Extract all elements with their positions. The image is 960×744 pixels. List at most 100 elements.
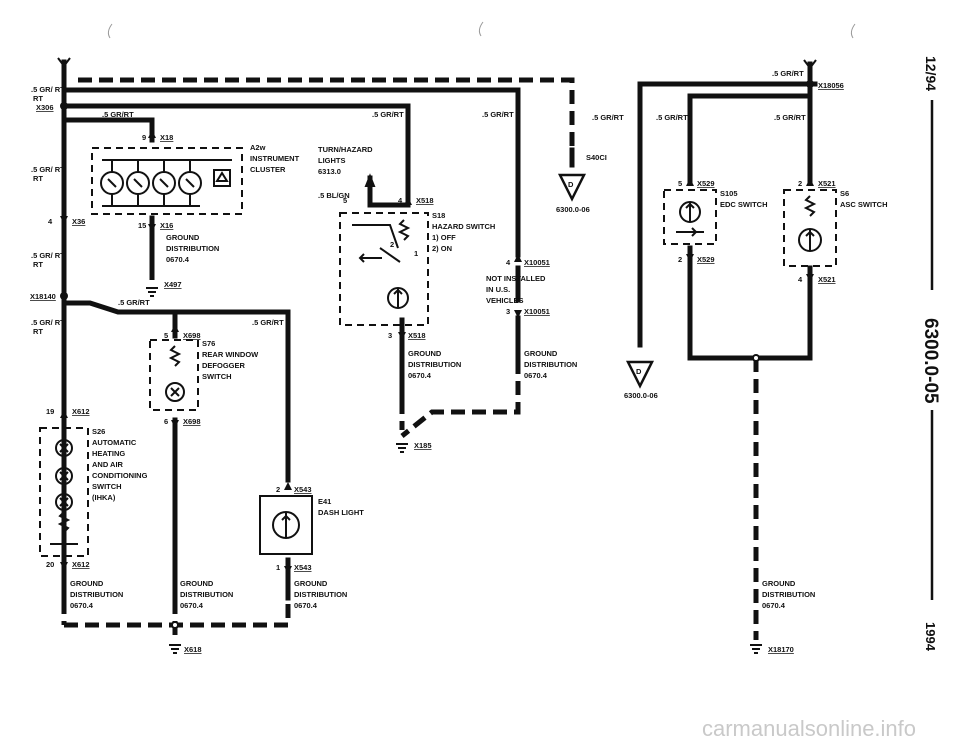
- dashed-bus-bottom: [64, 600, 291, 628]
- connector-x543-top: X543: [294, 485, 312, 494]
- svg-text:DISTRIBUTION: DISTRIBUTION: [408, 360, 461, 369]
- svg-text:S26: S26: [92, 427, 105, 436]
- svg-text:2) ON: 2) ON: [432, 244, 452, 253]
- pin-19: 19: [46, 407, 54, 416]
- svg-text:EDC SWITCH: EDC SWITCH: [720, 200, 768, 209]
- ref-d-label-2: D: [636, 367, 642, 376]
- wire-x18: [66, 117, 155, 143]
- label-e41: E41 DASH LIGHT: [318, 497, 364, 517]
- svg-text:INSTRUMENT: INSTRUMENT: [250, 154, 300, 163]
- svg-text:S6: S6: [840, 189, 849, 198]
- wire-label-11: .5 GR/RT: [592, 113, 624, 122]
- svg-text:6313.0: 6313.0: [318, 167, 341, 176]
- svg-text:DISTRIBUTION: DISTRIBUTION: [294, 590, 347, 599]
- connector-x521-top: X521: [818, 179, 836, 188]
- connector-x529-top: X529: [697, 179, 715, 188]
- label-ground-1: GROUND DISTRIBUTION 0670.4: [166, 233, 219, 264]
- splice-right: [752, 354, 760, 362]
- svg-text:DISTRIBUTION: DISTRIBUTION: [524, 360, 577, 369]
- label-ground-4: GROUND DISTRIBUTION 0670.4: [70, 579, 123, 610]
- svg-text:1) OFF: 1) OFF: [432, 233, 456, 242]
- svg-text:GROUND: GROUND: [294, 579, 328, 588]
- side-date: 12/94: [923, 56, 939, 91]
- svg-text:AND AIR: AND AIR: [92, 460, 124, 469]
- svg-text:DISTRIBUTION: DISTRIBUTION: [762, 590, 815, 599]
- connector-x497: X497: [164, 280, 182, 289]
- s26-switch: [39, 427, 89, 557]
- wire-label-2: .5 GR/RT: [102, 110, 134, 119]
- wire-label-5b: RT: [33, 174, 43, 183]
- connector-x518-top: X518: [416, 196, 434, 205]
- svg-text:HEATING: HEATING: [92, 449, 125, 458]
- connector-x543-bottom: X543: [294, 563, 312, 572]
- wire-e41-feed: [66, 300, 291, 483]
- svg-text:REAR WINDOW: REAR WINDOW: [202, 350, 259, 359]
- ref-d-label: D: [568, 180, 574, 189]
- s105-switch: [663, 189, 717, 245]
- splices: [60, 80, 814, 629]
- label-a2w: A2w INSTRUMENT CLUSTER: [250, 143, 300, 174]
- svg-text:GROUND: GROUND: [180, 579, 214, 588]
- label-ground-2: GROUND DISTRIBUTION 0670.4: [408, 349, 461, 380]
- wire-label-12: .5 GR/RT: [656, 113, 688, 122]
- svg-text:GROUND: GROUND: [524, 349, 558, 358]
- svg-text:NOT INSTALLED: NOT INSTALLED: [486, 274, 546, 283]
- cluster-bulbs: [100, 160, 202, 207]
- ref-d-page-2: 6300.0-06: [624, 391, 658, 400]
- wire-label-4: .5 GR/RT: [482, 110, 514, 119]
- pin-4-s18: 4: [398, 196, 403, 205]
- splice-x18140: [60, 292, 68, 300]
- connector-x185: X185: [414, 441, 432, 450]
- svg-text:DEFOGGER: DEFOGGER: [202, 361, 246, 370]
- splice-x18056: [806, 80, 814, 88]
- wire-label-6: .5 GR/ RT: [31, 251, 65, 260]
- svg-text:0670.4: 0670.4: [762, 601, 786, 610]
- pin-15: 15: [138, 221, 146, 230]
- side-code: 6300.0-05: [920, 318, 941, 404]
- label-not-installed: NOT INSTALLED IN U.S. VEHICLES: [486, 274, 546, 305]
- right-arrow: [803, 59, 817, 70]
- s40ci-label: S40CI: [586, 153, 607, 162]
- splice-bottom: [171, 621, 179, 629]
- side-margin: 12/94 6300.0-05 1994: [920, 56, 941, 652]
- connector-x18140: X18140: [30, 292, 56, 301]
- s6-switch: [783, 189, 837, 267]
- connector-x612-top: X612: [72, 407, 90, 416]
- dashed-bus-x185: [400, 360, 521, 438]
- svg-text:0670.4: 0670.4: [166, 255, 190, 264]
- label-ground-7: GROUND DISTRIBUTION 0670.4: [762, 579, 815, 610]
- svg-text:DASH LIGHT: DASH LIGHT: [318, 508, 364, 517]
- watermark: carmanualsonline.info: [702, 716, 916, 741]
- splice-x306: [60, 102, 68, 110]
- svg-text:AUTOMATIC: AUTOMATIC: [92, 438, 137, 447]
- pin-5-s105: 5: [678, 179, 682, 188]
- svg-text:S105: S105: [720, 189, 738, 198]
- connector-x529-bottom: X529: [697, 255, 715, 264]
- instrument-cluster-a2w: [91, 147, 243, 215]
- label-s26: S26 AUTOMATIC HEATING AND AIR CONDITIONI…: [92, 427, 148, 502]
- connector-x18: X18: [160, 133, 173, 142]
- wire-label-1: .5 GR/ RT: [31, 85, 65, 94]
- label-s18: S18 HAZARD SWITCH 1) OFF 2) ON 2 1: [390, 211, 495, 258]
- pin-4-x10051: 4: [506, 258, 511, 267]
- connector-x618: X618: [184, 645, 202, 654]
- svg-text:HAZARD SWITCH: HAZARD SWITCH: [432, 222, 495, 231]
- reference-triangle-1: D 6300.0-06: [556, 173, 590, 214]
- reference-triangle-2: D 6300.0-06: [624, 360, 658, 400]
- wire-label-7b: RT: [33, 327, 43, 336]
- s18-switch: [339, 173, 429, 326]
- svg-text:(IHKA): (IHKA): [92, 493, 116, 502]
- svg-text:0670.4: 0670.4: [294, 601, 318, 610]
- pin-4: 4: [48, 217, 53, 226]
- e41-dash-light: [259, 495, 313, 555]
- svg-text:TURN/HAZARD: TURN/HAZARD: [318, 145, 373, 154]
- svg-text:A2w: A2w: [250, 143, 266, 152]
- connector-x698-top: X698: [183, 331, 201, 340]
- scan-marks: [107, 21, 856, 39]
- svg-text:0670.4: 0670.4: [70, 601, 94, 610]
- wire-label-10: .5 BL/GN: [318, 191, 350, 200]
- svg-text:0670.4: 0670.4: [524, 371, 548, 380]
- pin-5-s18: 5: [343, 196, 347, 205]
- label-ground-3: GROUND DISTRIBUTION 0670.4: [524, 349, 577, 380]
